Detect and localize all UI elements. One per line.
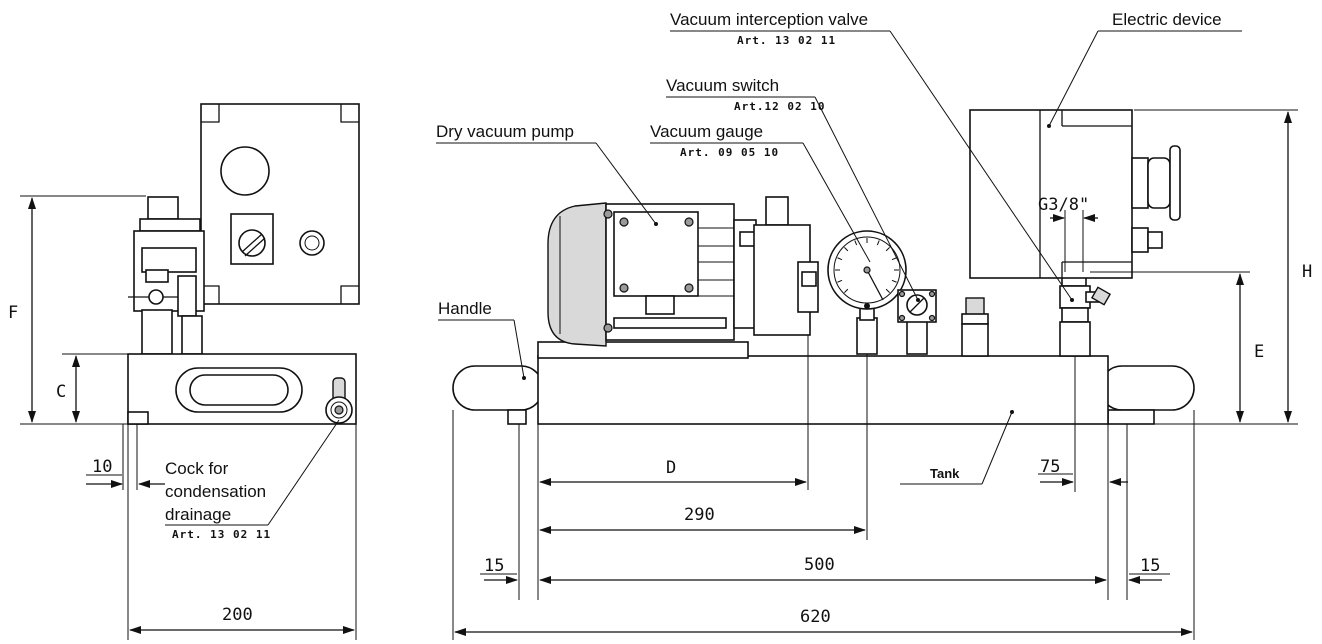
label-cock-line1: Cock for [165, 459, 229, 478]
dim-label-c: C [56, 382, 66, 402]
tank-fitting [961, 297, 989, 357]
dim-label-h: H [1302, 262, 1312, 282]
cock-callout: Cock for condensation drainage Art. 13 0… [165, 419, 340, 541]
vacuum-switch [897, 289, 937, 355]
dim-label-side-width: 200 [222, 605, 253, 625]
gauge-tick [837, 257, 843, 261]
label-dry-vacuum-pump: Dry vacuum pump [436, 122, 574, 141]
gauge-tick [876, 240, 880, 246]
side-valve-knob [148, 289, 164, 305]
dim-label-thread: G3/8" [1038, 195, 1089, 215]
gauge-tick [885, 247, 890, 252]
dim-label-tank-length: 500 [804, 555, 835, 575]
gauge-tick [885, 288, 890, 293]
dim-label-left-overhang: 15 [484, 556, 504, 576]
dim-label-f: F [8, 303, 18, 323]
dim-label-valve-offset: 75 [1040, 457, 1060, 477]
label-vacuum-gauge-art: Art. 09 05 10 [680, 146, 779, 159]
side-electric-box [200, 103, 360, 305]
motor-fan-cover [547, 202, 607, 347]
gauge-tick [891, 257, 897, 261]
dim-label-side-offset: 10 [92, 457, 112, 477]
vacuum-gauge [827, 230, 907, 355]
gauge-tick [837, 279, 843, 283]
label-vacuum-switch: Vacuum switch [666, 76, 779, 95]
dim-label-total-length: 620 [800, 607, 831, 627]
gauge-tick [844, 288, 849, 293]
side-emergency-button [220, 146, 270, 196]
interception-valve [1059, 271, 1112, 357]
label-electric-device: Electric device [1112, 10, 1222, 29]
label-vacuum-gauge: Vacuum gauge [650, 122, 763, 141]
label-vacuum-interception-valve-art: Art. 13 02 11 [737, 34, 836, 47]
label-vacuum-interception-valve: Vacuum interception valve [670, 10, 868, 29]
front-view [452, 109, 1195, 425]
label-vacuum-switch-art: Art.12 02 10 [734, 100, 825, 113]
label-tank: Tank [930, 466, 960, 481]
label-handle: Handle [438, 299, 492, 318]
side-view [127, 103, 360, 425]
dim-label-right-overhang: 15 [1140, 556, 1160, 576]
gauge-tick [844, 247, 849, 252]
label-cock-art: Art. 13 02 11 [172, 528, 271, 541]
front-dimensions: H E G3/8" D 290 75 15 500 [452, 109, 1312, 640]
left-handle [452, 365, 544, 411]
dim-label-d: D [666, 458, 676, 478]
label-cock-line3: drainage [165, 505, 231, 524]
label-cock-line2: condensation [165, 482, 266, 501]
gauge-tick [891, 279, 897, 283]
dim-label-e: E [1254, 342, 1264, 362]
callouts: Vacuum interception valve Art. 13 02 11 … [436, 10, 1242, 485]
side-dimensions: F C 10 200 [8, 195, 357, 640]
right-handle [1099, 365, 1195, 411]
tank-body [537, 355, 1109, 425]
electric-device-box [969, 109, 1181, 279]
dim-label-gauge-pos: 290 [684, 505, 715, 525]
gauge-tick [854, 240, 858, 246]
side-indicator-lamp [299, 230, 325, 256]
